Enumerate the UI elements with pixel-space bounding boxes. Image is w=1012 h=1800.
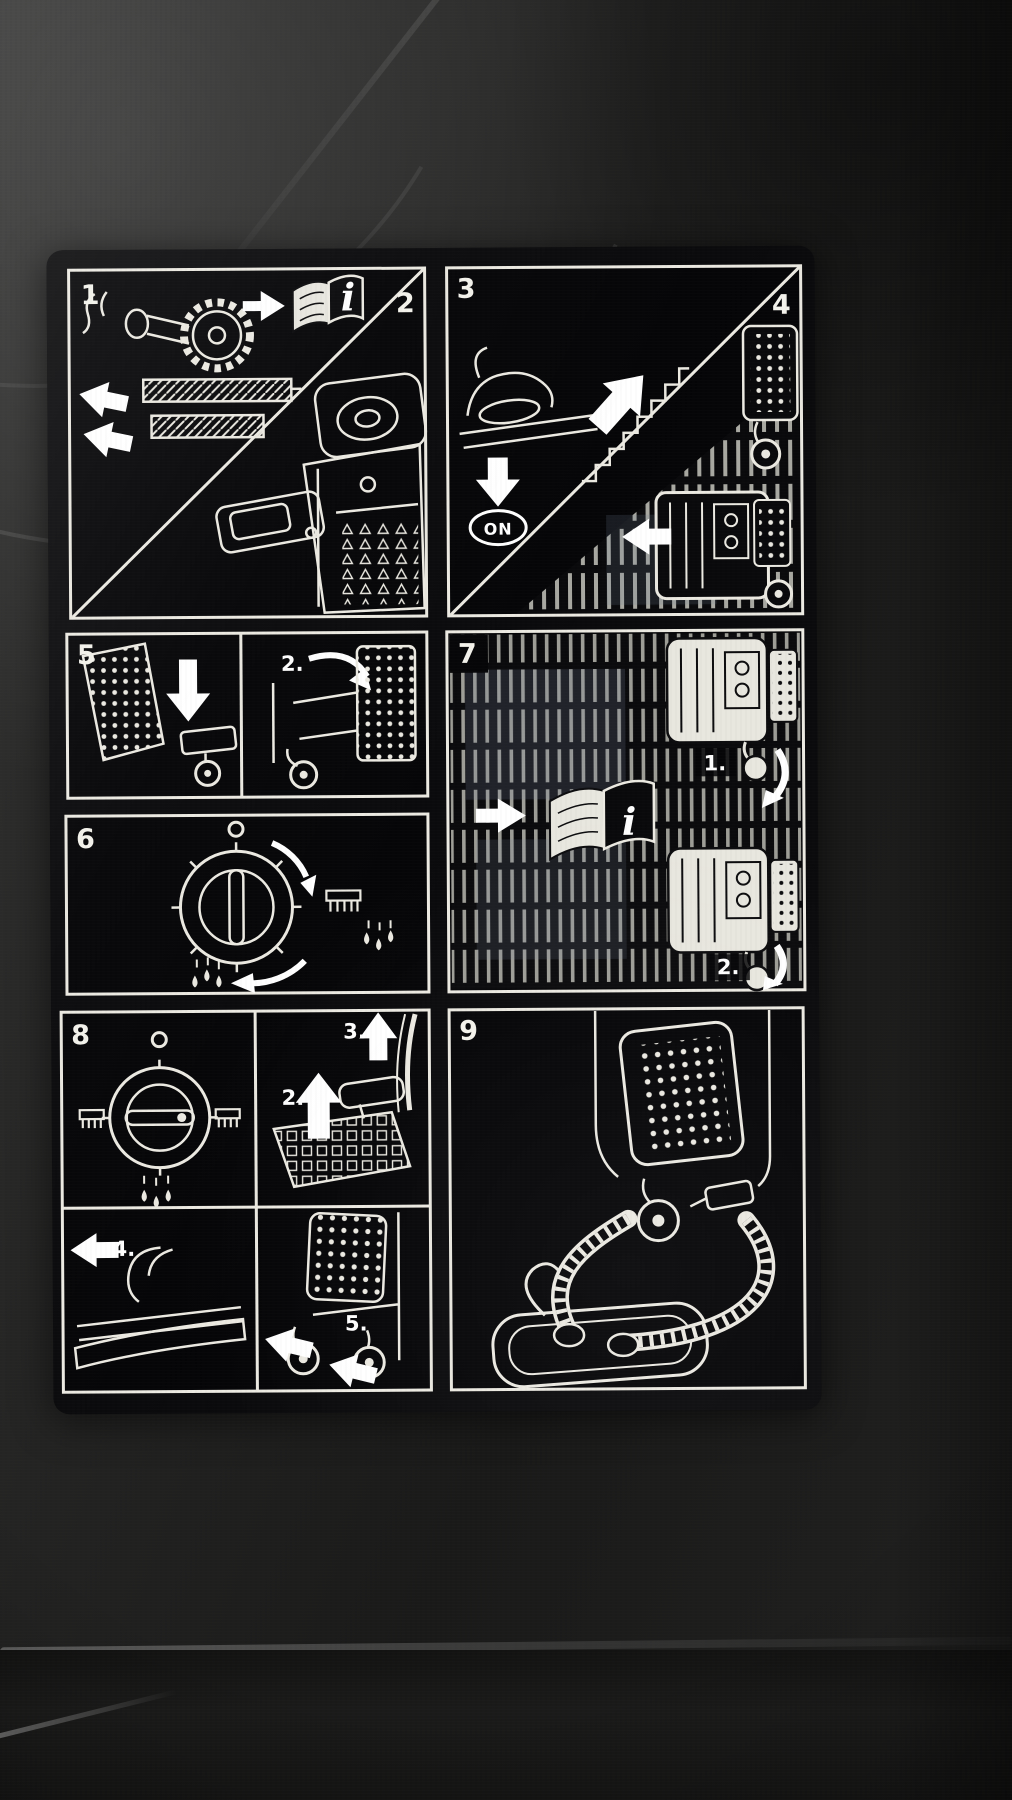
tilt-arrow-icon <box>772 943 787 987</box>
rotate-arrow-head <box>230 973 255 994</box>
panel-1-2-brushes-and-machine: i 1 2 <box>67 266 429 620</box>
panel1-number: 1 <box>81 280 100 311</box>
diagonal-divider <box>71 267 425 619</box>
grate-tint <box>476 838 627 960</box>
floor-tool-art <box>491 1301 709 1389</box>
down-arrow-icon <box>166 659 211 722</box>
housing-bottom-band <box>0 1650 1012 1800</box>
plate-swing-art <box>271 644 417 790</box>
hose-connector <box>606 1332 640 1358</box>
step-backing <box>709 954 750 981</box>
caster-removal-art <box>265 1212 401 1388</box>
panel4-number: 4 <box>772 290 791 321</box>
tilt-arrow-head <box>762 975 783 990</box>
pull-out-arrow-icon <box>83 421 134 458</box>
wheel-arrow-icon <box>265 1328 314 1362</box>
panel9-number: 9 <box>459 1016 478 1047</box>
panel-7-filter-service: 1. i 2. 7 <box>445 628 807 994</box>
machine-lower-art <box>622 490 794 609</box>
lift-arrow-icon <box>295 1072 342 1139</box>
dial-knob-dot <box>177 1113 187 1123</box>
panel8-number: 8 <box>71 1020 90 1051</box>
manual-book-icon: i <box>548 779 656 862</box>
press-button-arrow-icon <box>475 457 520 507</box>
dial-art <box>171 820 302 973</box>
on-button-icon <box>468 509 528 547</box>
sub-divider <box>253 1011 259 1392</box>
panel7-step1-label: 1. <box>704 751 727 775</box>
rotate-arrow-head <box>300 874 317 897</box>
brush-icon <box>325 889 362 912</box>
housing-shadow <box>892 0 1012 1800</box>
water-drops-icon <box>192 957 222 988</box>
number-backing <box>449 634 489 673</box>
sub-divider <box>239 633 244 798</box>
step-backing <box>695 748 736 777</box>
pull-out-arrow-icon <box>79 381 129 418</box>
instruction-label: i 1 2 <box>46 245 822 1415</box>
machine-front-art <box>215 372 428 614</box>
pull-arrow-icon <box>70 1233 119 1268</box>
panel8-step2-label: 2. <box>282 1086 305 1110</box>
see-manual-arrow-icon <box>242 291 285 322</box>
panel8-step5-label: 5. <box>345 1311 368 1335</box>
panel2-number: 2 <box>396 288 415 319</box>
panel5-number: 5 <box>77 640 96 671</box>
hose-connector <box>552 1322 586 1348</box>
panel-5-mount-plate: 2. 5 <box>65 630 430 800</box>
panel8-step4-label: 4. <box>112 1237 135 1261</box>
panel7-number: 7 <box>458 639 477 670</box>
ramp-up-arrow-icon <box>588 375 644 435</box>
rotate-arrow-icon <box>270 840 310 879</box>
panel-6-solution-dial: 6 <box>64 812 431 996</box>
suction-hose-icon <box>616 1211 776 1352</box>
vehicle-loading-art <box>459 346 690 483</box>
brush-icon <box>78 1108 241 1129</box>
hook-art <box>524 1262 562 1317</box>
wheel-hub <box>652 1214 665 1227</box>
panel8-step3-label: 3. <box>343 1019 366 1043</box>
panel-border <box>65 630 430 800</box>
panel5-step2-label: 2. <box>281 652 304 676</box>
plate-lowering-art <box>81 642 238 787</box>
machine-art <box>665 636 799 782</box>
suction-hose-icon <box>550 1209 638 1341</box>
sub-divider <box>62 1204 431 1210</box>
panel-8-maintenance: 2. 3. 4. 5. 8 <box>59 1008 433 1394</box>
push-arrow-icon <box>622 518 672 555</box>
panel3-number: 3 <box>457 274 476 305</box>
diagonal-divider <box>449 265 801 616</box>
dial-art <box>101 1031 218 1176</box>
water-drops-icon <box>141 1175 171 1208</box>
machine-upper-art <box>741 324 799 470</box>
tilt-arrow-icon <box>772 747 789 799</box>
on-button-label: ON <box>484 520 513 539</box>
grate-tint <box>465 668 626 800</box>
info-symbol: i <box>341 274 356 319</box>
lift-arrow-icon <box>359 1012 398 1061</box>
wheel-arrow-icon <box>329 1354 378 1388</box>
water-drops-icon <box>364 920 394 951</box>
panel-border <box>64 812 431 996</box>
manual-book-icon: i <box>291 274 365 334</box>
info-symbol: i <box>622 799 637 844</box>
panel6-number: 6 <box>76 824 95 855</box>
handle-release-art <box>73 1246 247 1370</box>
brush-replacement-art <box>82 291 302 439</box>
machine-rear-art <box>593 1009 772 1243</box>
see-manual-arrow-icon <box>475 798 526 833</box>
panel7-step2-label: 2. <box>717 955 740 979</box>
panel-9-hose-accessory: 9 <box>447 1006 807 1392</box>
panel-3-4-transport-and-power: ON 3 4 <box>445 264 805 618</box>
tilt-arrow-head <box>761 789 784 808</box>
